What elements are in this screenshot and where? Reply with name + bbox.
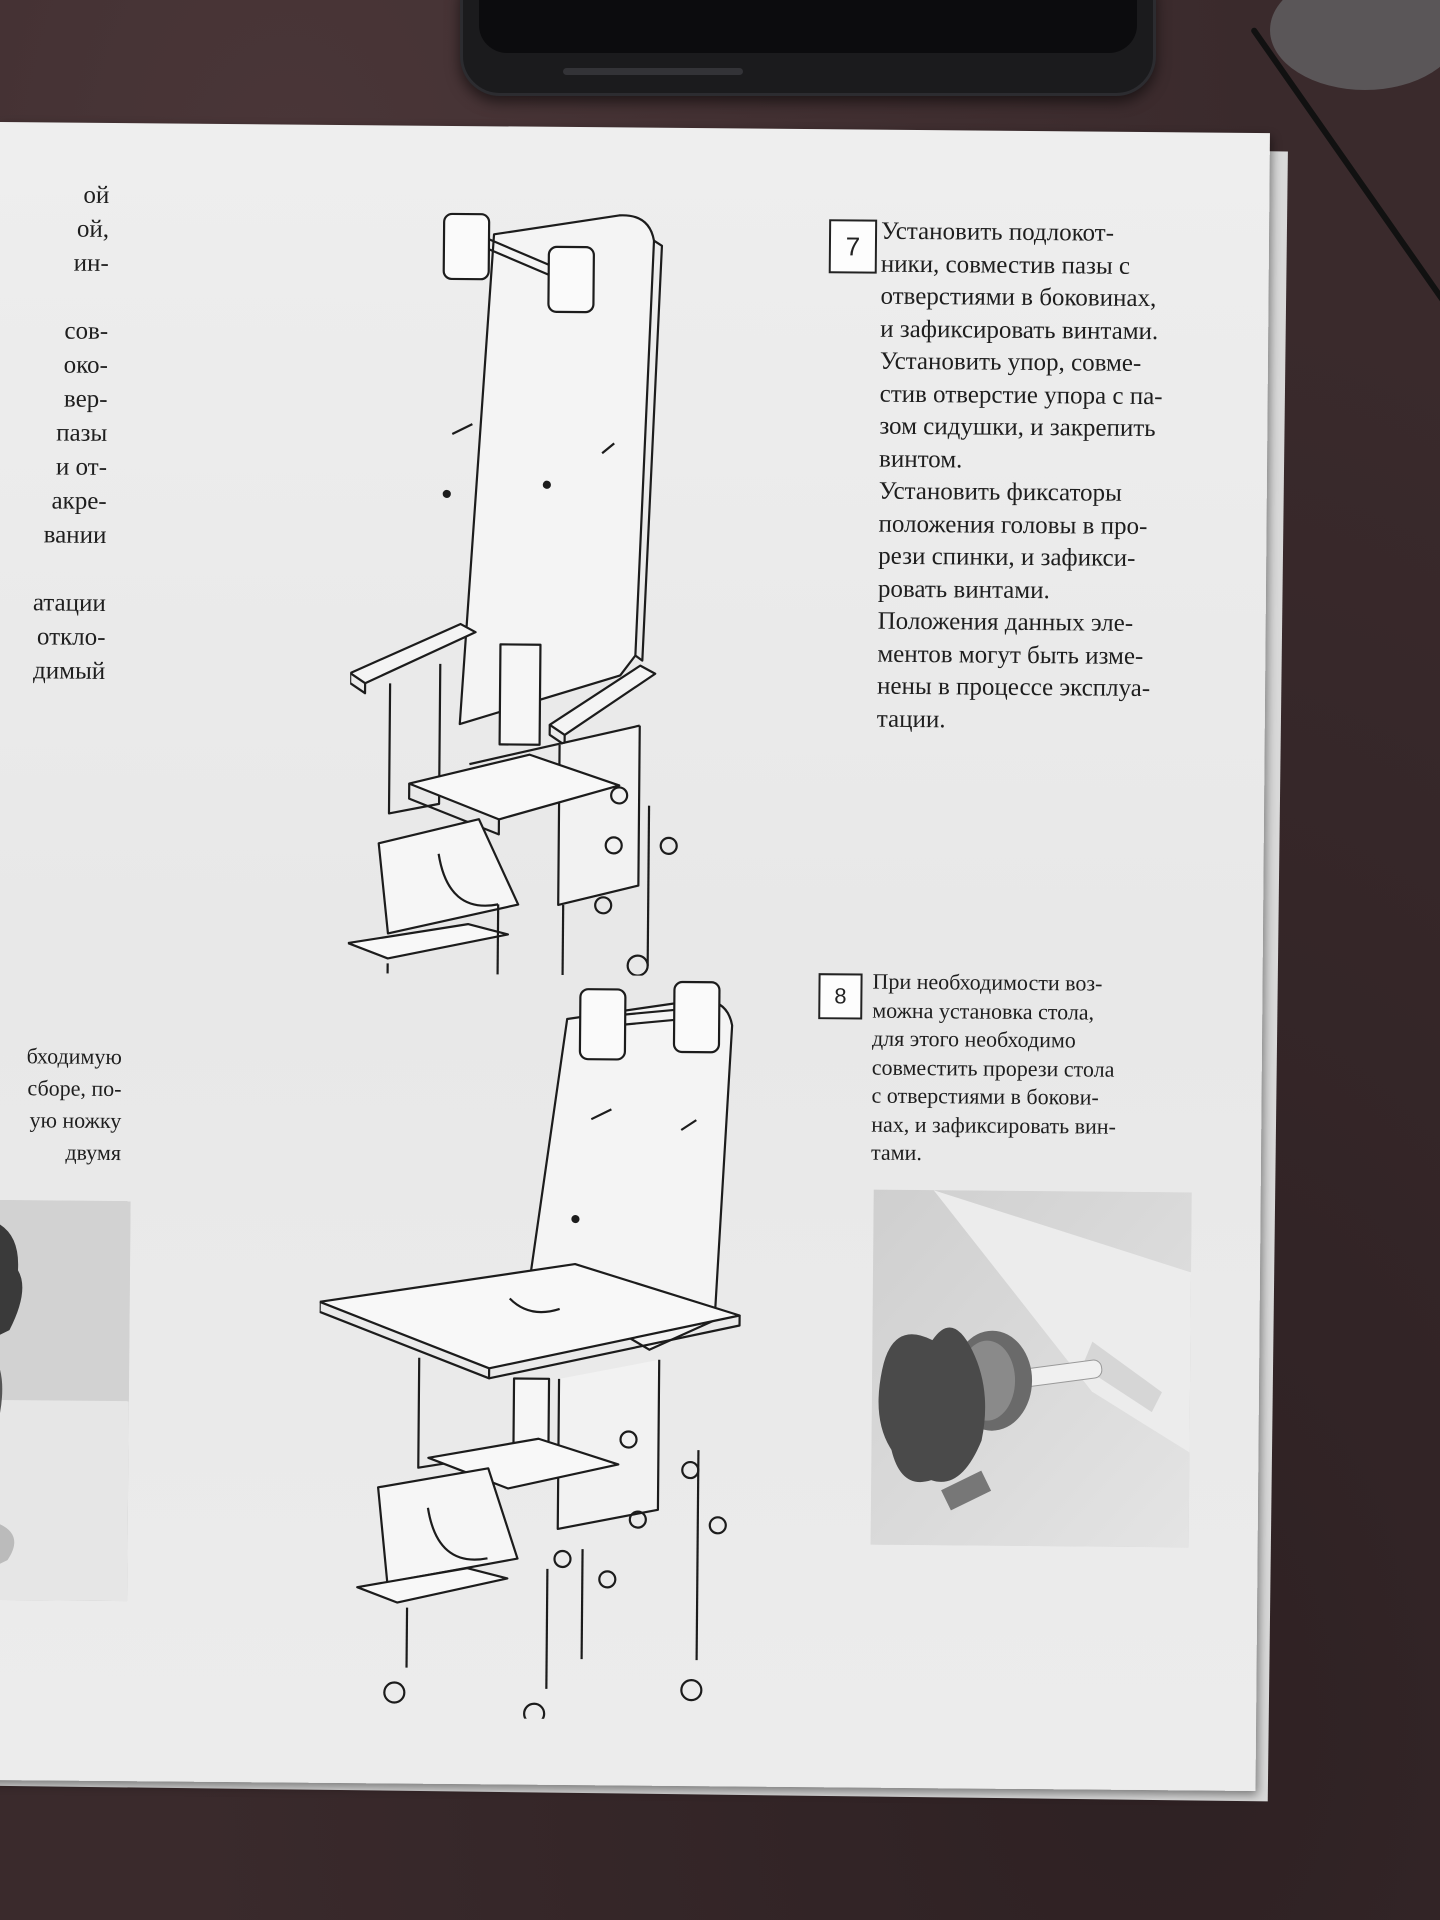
left-column-text-bottom: бходимую сборе, по- ую ножку двумя (26, 1043, 122, 1166)
step-8-text: При необходимости воз- можна установка с… (870, 968, 1117, 1166)
knob-photo-partial-icon (0, 1199, 131, 1602)
chair-table-illustration-icon (318, 980, 741, 1721)
screw-photo (870, 1189, 1192, 1548)
instruction-sheet: ой ой, ин- сов- око- вер- пазы и от- акр… (0, 122, 1270, 1792)
step-8-number-box: 8 (818, 973, 863, 1020)
chair-armrests-illustration-icon (347, 212, 678, 977)
phone-edge (563, 68, 743, 75)
step-7-number: 7 (845, 230, 861, 262)
step-7-text: Установить подлокот- ники, совместив паз… (876, 217, 1163, 733)
phone-screen (479, 0, 1137, 53)
step-7-number-box: 7 (828, 219, 878, 274)
step-8-number: 8 (834, 983, 847, 1009)
knob-screw-photo-icon (870, 1189, 1192, 1548)
left-photo (0, 1199, 131, 1602)
left-column-text-top: ой ой, ин- сов- око- вер- пазы и от- акр… (32, 181, 110, 685)
smartphone (460, 0, 1156, 96)
